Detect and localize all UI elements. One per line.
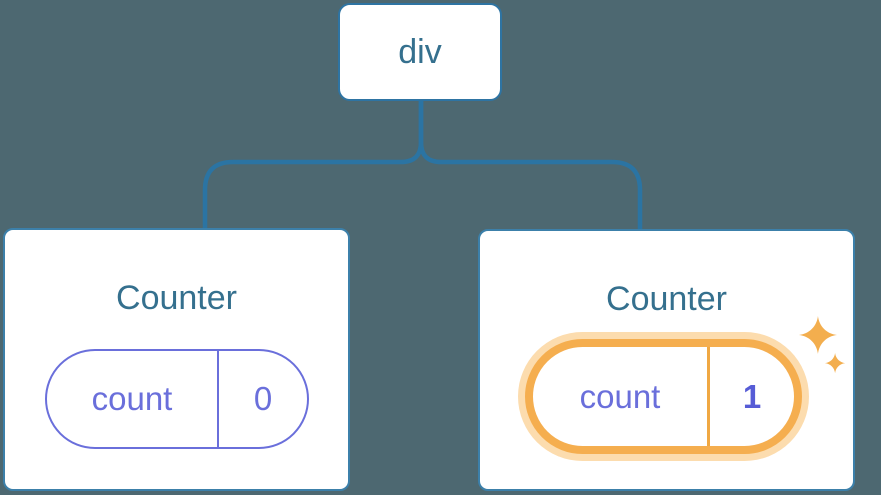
counter-card-right: Counter count 1 [478,229,855,491]
connector-right-branch [418,100,643,231]
root-node: div [338,3,502,101]
counter-card-left: Counter count 0 [3,228,350,491]
state-name-label: count [533,347,710,446]
counter-title: Counter [606,280,727,318]
counter-title: Counter [116,279,237,317]
sparkle-large [799,316,837,354]
state-value: 0 [253,380,273,417]
connector-left-branch [202,100,424,230]
state-pill-highlighted: count 1 [525,339,802,454]
state-pill: count 0 [45,349,309,449]
state-name-label: count [47,351,219,447]
sparkle-small [825,353,846,374]
state-value: 1 [742,377,762,415]
root-node-label: div [398,32,442,71]
sparkles-icon [799,316,846,374]
